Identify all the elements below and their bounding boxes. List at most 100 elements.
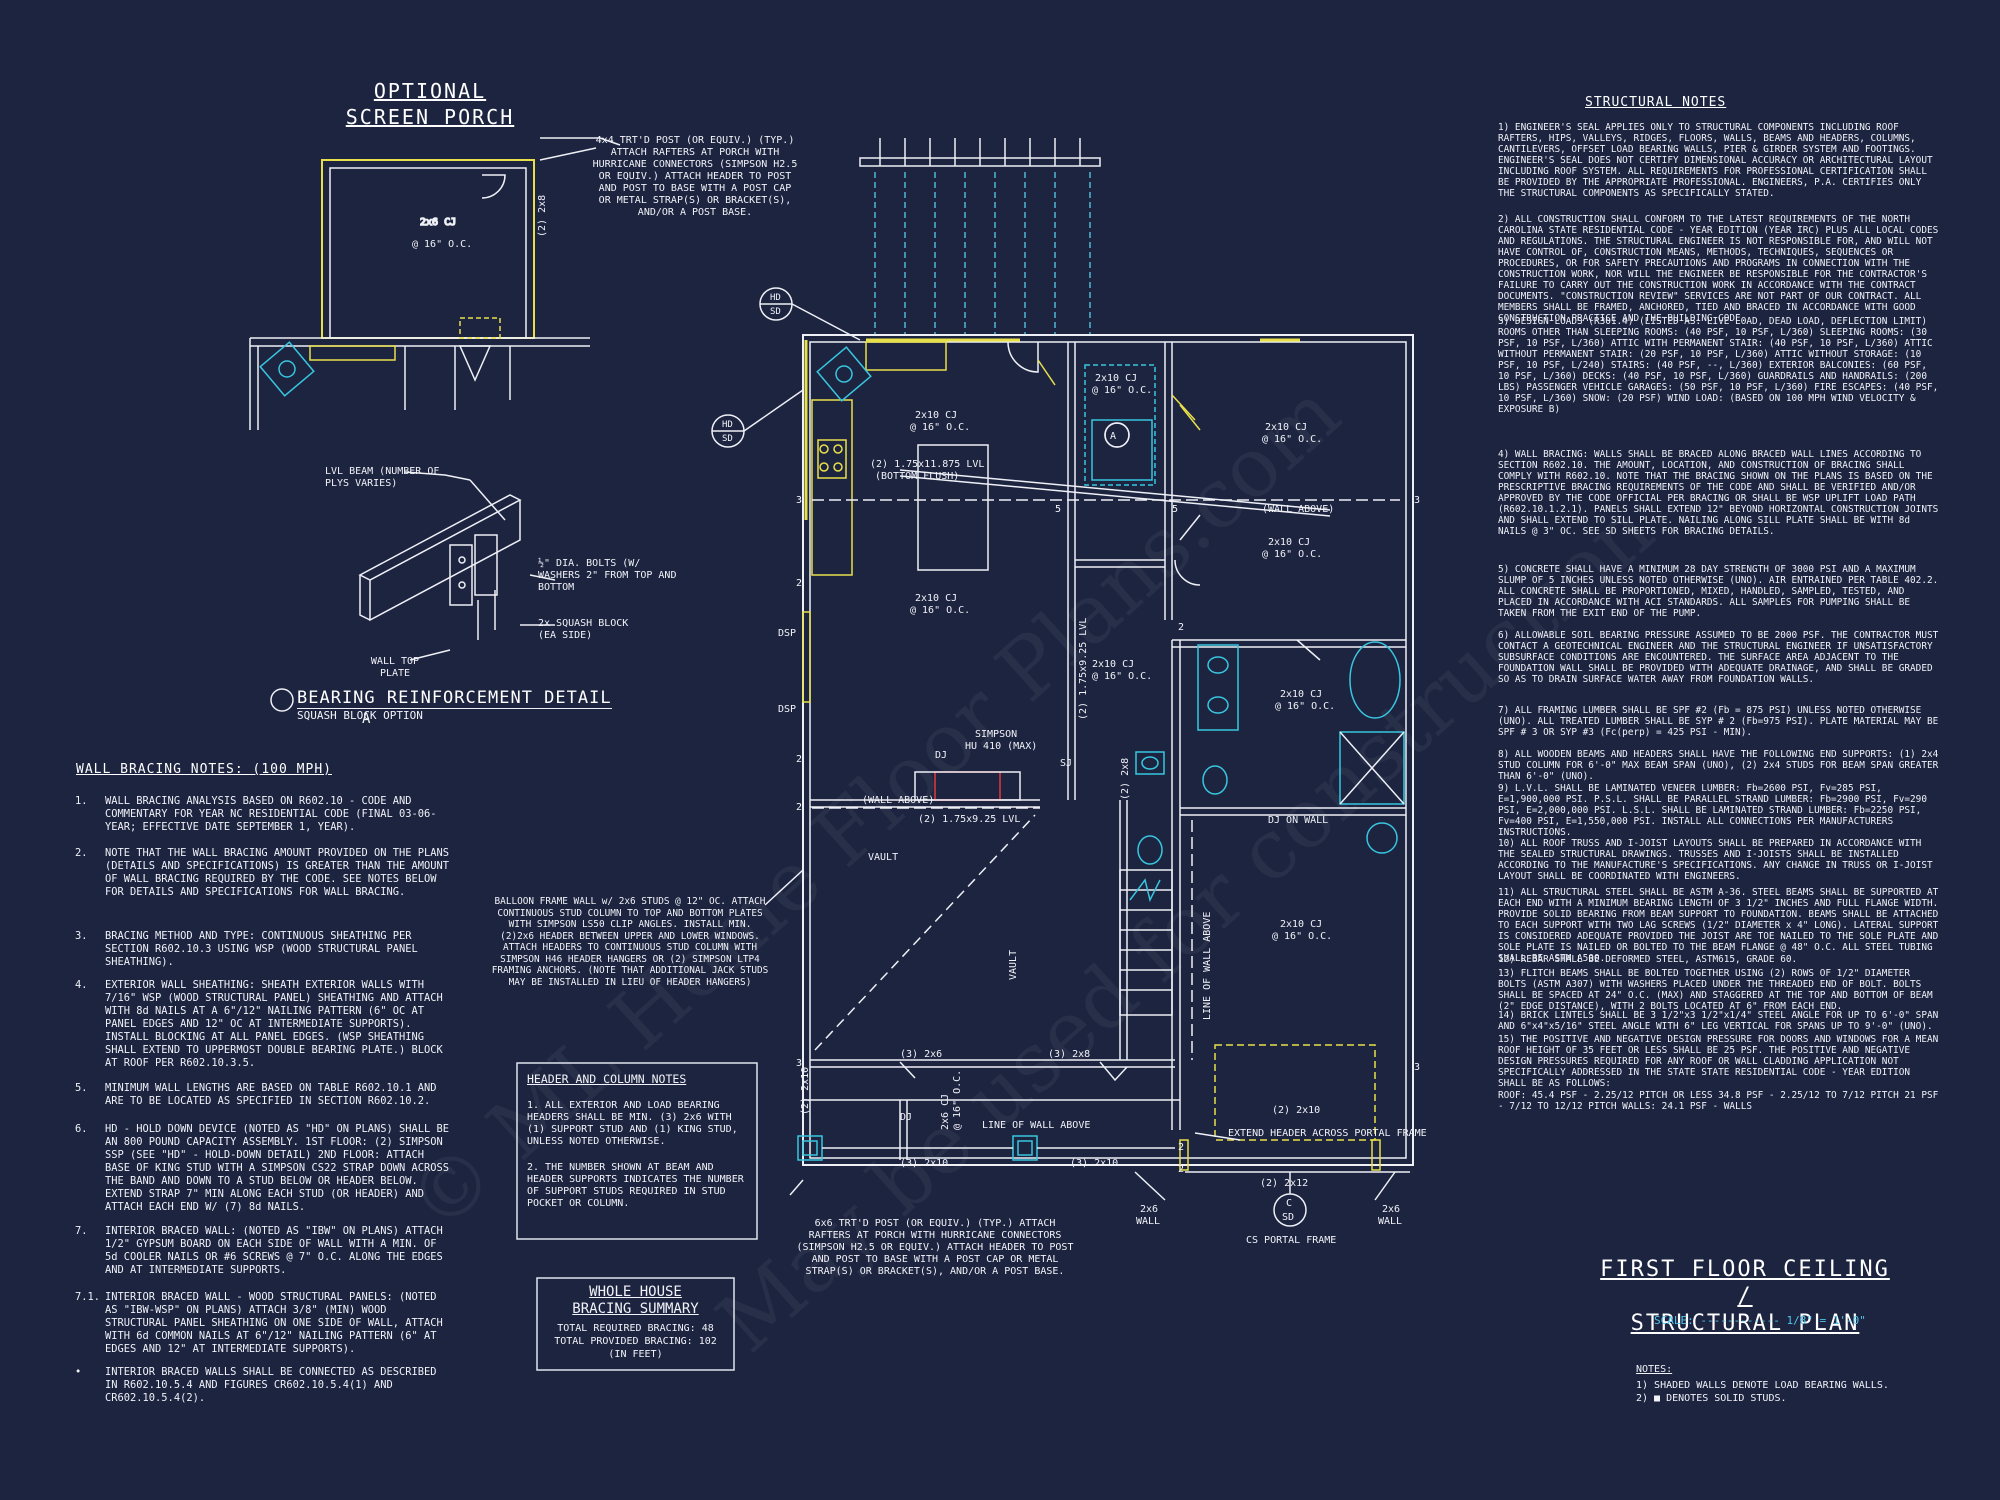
structural-note: ROOF: 45.4 PSF - 2.25/12 PITCH OR LESS 3… — [1498, 1090, 1939, 1112]
header-notes-item2: 2. THE NUMBER SHOWN AT BEAM AND HEADER S… — [527, 1162, 744, 1209]
stud-count-11: 2 — [1178, 1164, 1184, 1175]
wall-bracing-item-text: EXTERIOR WALL SHEATHING: SHEATH EXTERIOR… — [105, 979, 443, 1069]
lvl-bottom-sub: (BOTTOM FLUSH) — [875, 471, 959, 482]
detail-bolts-note: ½" DIA. BOLTS (W/ WASHERS 2" FROM TOP AN… — [538, 558, 677, 593]
bracing-summary-title2: BRACING SUMMARY — [572, 1301, 699, 1317]
header-3-2x10-right: (3) 2x10 — [1070, 1158, 1118, 1169]
detail-plate-note: WALL TOP PLATE — [370, 656, 420, 679]
cj-spacing-bed3: @ 16" O.C. — [1272, 931, 1332, 942]
hd-label-top: HD — [770, 293, 781, 303]
structural-note: 5) CONCRETE SHALL HAVE A MINIMUM 28 DAY … — [1498, 564, 1939, 619]
cj-label-bed1: 2x10 CJ — [1265, 422, 1307, 433]
wall-bracing-item-text: MINIMUM WALL LENGTHS ARE BASED ON TABLE … — [105, 1082, 437, 1107]
porch-title-line1: OPTIONAL — [373, 79, 487, 103]
wall-bracing-item: 4.EXTERIOR WALL SHEATHING: SHEATH EXTERI… — [75, 979, 450, 1070]
lvl-vertical-label: (2) 1.75x9.25 LVL — [1078, 618, 1089, 720]
bracing-unit: (IN FEET) — [608, 1349, 663, 1360]
sd-label-left: SD — [722, 434, 733, 444]
main-floor-plan — [711, 287, 1414, 1227]
wall-bracing-item-number: 6. — [75, 1123, 88, 1135]
porch-post-note: 4x4 TRT'D POST (OR EQUIV.) (TYP.) ATTACH… — [592, 135, 798, 218]
wall-bracing-item-number: 5. — [75, 1082, 88, 1094]
cj-label-living: 2x10 CJ — [915, 593, 957, 604]
cj-spacing-closet: @ 16" O.C. — [1092, 671, 1152, 682]
legend-item1: 1) SHADED WALLS DENOTE LOAD BEARING WALL… — [1636, 1380, 1889, 1391]
detail-squash-note: 2x SQUASH BLOCK (EA SIDE) — [538, 618, 629, 641]
vault-label-h: VAULT — [868, 852, 898, 863]
legend-title: NOTES: — [1636, 1364, 1673, 1375]
header-3-2x8: (3) 2x8 — [1048, 1049, 1090, 1060]
structural-note: 4) WALL BRACING: WALLS SHALL BE BRACED A… — [1498, 449, 1939, 537]
header-2-2x12: (2) 2x12 — [1260, 1178, 1308, 1189]
cj-label-kitchen: 2x10 CJ — [915, 410, 957, 421]
wall-bracing-item-text: INTERIOR BRACED WALL - WOOD STRUCTURAL P… — [105, 1291, 443, 1355]
deck-framing — [874, 172, 1091, 335]
porch-cj-spacing: @ 16" O.C. — [412, 239, 472, 250]
hd-label-left: HD — [722, 420, 733, 430]
dj-on-wall-label: DJ ON WALL — [1268, 815, 1328, 826]
structural-note: 8) ALL WOODEN BEAMS AND HEADERS SHALL HA… — [1498, 749, 1939, 782]
wall-bracing-item: 1.WALL BRACING ANALYSIS BASED ON R602.10… — [75, 795, 450, 834]
detail-badge: A — [362, 711, 371, 727]
wall-bracing-item: 6.HD - HOLD DOWN DEVICE (NOTED AS "HD" O… — [75, 1123, 450, 1214]
header-3-2x10-left: (3) 2x10 — [900, 1158, 948, 1169]
lvl-small-label: (2) 1.75x9.25 LVL — [918, 814, 1020, 825]
stud-count-4: 2 — [796, 754, 802, 765]
header-notes-title: HEADER AND COLUMN NOTES — [527, 1072, 687, 1086]
header-notes-item1: 1. ALL EXTERIOR AND LOAD BEARING HEADERS… — [527, 1100, 738, 1147]
wall-bracing-item-number: 7.1. — [75, 1291, 101, 1303]
wall-bracing-title: WALL BRACING NOTES: (100 MPH) — [76, 762, 332, 777]
structural-note: 2) ALL CONSTRUCTION SHALL CONFORM TO THE… — [1498, 214, 1939, 324]
circle-a-label: A — [1110, 431, 1116, 442]
plan-labels: HD SD HD SD 2x10 CJ @ 16" O.C. (2) 1.75x… — [362, 195, 1427, 1246]
vault-label-v: VAULT — [1008, 950, 1019, 980]
structural-note: 3) DESIGN LOADS (R301.4) (LISTED AS: LIV… — [1498, 316, 1939, 415]
structural-notes-title: STRUCTURAL NOTES — [1585, 95, 1727, 110]
wall-bracing-item-text: INTERIOR BRACED WALL: (NOTED AS "IBW" ON… — [105, 1225, 443, 1276]
line-of-wall-v: LINE OF WALL ABOVE — [1202, 912, 1213, 1020]
wall-above-label-1: (WALL ABOVE) — [1262, 504, 1334, 515]
stud-count-10: 2 — [1178, 1142, 1184, 1153]
header-3-2x6: (3) 2x6 — [900, 1049, 942, 1060]
porch-post-note-main: 6x6 TRT'D POST (OR EQUIV.) (TYP.) ATTACH… — [796, 1218, 1074, 1277]
stud-count-7: 3 — [796, 1058, 802, 1069]
portal-sd-label: SD — [1282, 1212, 1294, 1223]
wall-label-right: WALL — [1378, 1216, 1402, 1227]
wall-bracing-item-number: • — [75, 1366, 82, 1378]
structural-note: 10) ALL ROOF TRUSS AND I-JOIST LAYOUTS S… — [1498, 838, 1933, 882]
portal-frame-label: CS PORTAL FRAME — [1246, 1235, 1336, 1246]
line-of-wall-h: LINE OF WALL ABOVE — [982, 1120, 1090, 1131]
simpson-label: SIMPSON — [975, 729, 1017, 740]
cj-spacing-master-bath: @ 16" O.C. — [1275, 701, 1335, 712]
cj-2x6-v: 2x6 CJ — [940, 1094, 951, 1130]
structural-note: 15) THE POSITIVE AND NEGATIVE DESIGN PRE… — [1498, 1034, 1939, 1089]
porch-cj-label: 2x6 CJ — [420, 217, 456, 228]
sd-label-top: SD — [770, 307, 781, 317]
porch-title-line2: SCREEN PORCH — [345, 105, 515, 129]
screen-porch-plan — [249, 137, 621, 430]
detail-lvl-note: LVL BEAM (NUMBER OF PLYS VARIES) — [325, 466, 440, 489]
wall-bracing-item-number: 2. — [75, 847, 88, 859]
wall-bracing-item: •INTERIOR BRACED WALLS SHALL BE CONNECTE… — [75, 1366, 450, 1405]
wall-above-label-2: (WALL ABOVE) — [862, 795, 934, 806]
deck-beam — [859, 138, 1101, 167]
structural-note: 6) ALLOWABLE SOIL BEARING PRESSURE ASSUM… — [1498, 630, 1939, 685]
plan-title: FIRST FLOOR CEILING / STRUCTURAL PLAN — [1600, 1256, 1890, 1337]
stud-count-6: 2 — [1178, 622, 1184, 633]
header-2-2x10-v: (2) 2x10 — [800, 1067, 811, 1115]
stud-count-8: 5 — [1055, 504, 1061, 515]
detail-title: BEARING REINFORCEMENT DETAIL — [297, 688, 612, 709]
stud-count-12: 3 — [1414, 1062, 1420, 1073]
structural-note: 7) ALL FRAMING LUMBER SHALL BE SPF #2 (F… — [1498, 705, 1939, 738]
wall-bracing-item-number: 1. — [75, 795, 88, 807]
plan-title-line2: STRUCTURAL PLAN — [1630, 1311, 1860, 1336]
stud-count-3: 2 — [796, 578, 802, 589]
bracing-summary-title1: WHOLE HOUSE — [589, 1284, 682, 1300]
wall-bracing-item-text: BRACING METHOD AND TYPE: CONTINUOUS SHEA… — [105, 930, 418, 968]
balloon-frame-note: BALLOON FRAME WALL w/ 2x6 STUDS @ 12" OC… — [491, 896, 769, 988]
dsp-label-2: DSP — [778, 704, 796, 715]
porch-title: OPTIONAL SCREEN PORCH — [330, 78, 530, 130]
dsp-label-1: DSP — [778, 628, 796, 639]
bearing-detail-drawing — [358, 471, 556, 661]
bracing-summary: WHOLE HOUSE BRACING SUMMARY TOTAL REQUIR… — [537, 1284, 734, 1361]
